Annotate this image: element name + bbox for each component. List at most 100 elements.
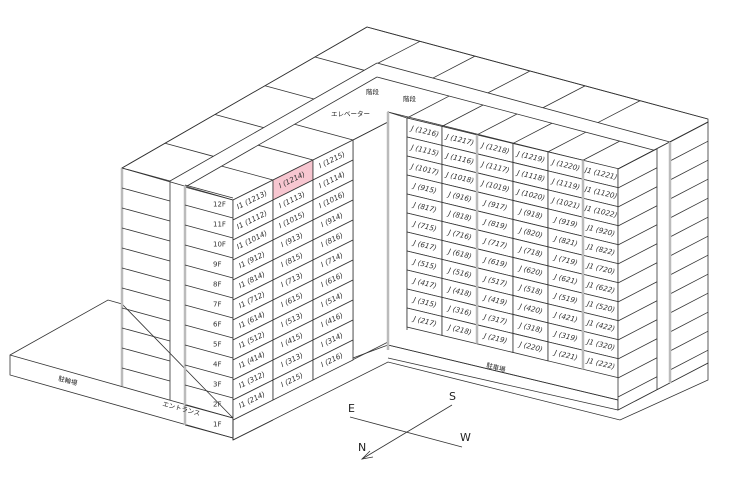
floor-line [617,376,658,398]
elevator-label: エレベーター [331,109,370,118]
edge-line [9,354,234,419]
floor-line [121,247,171,262]
roof-divider [185,186,234,201]
floor-line [121,327,171,342]
roof-divider [377,40,421,64]
floor-line [669,216,709,238]
floor-line [669,311,709,333]
roof-divider [547,131,586,153]
floor-line [184,204,234,219]
unit-cell [312,339,354,381]
edge-line [376,62,671,143]
roof-divider [314,56,365,71]
floor-line [617,281,658,303]
roof-divider [164,142,214,157]
floor-label: 7F [213,301,221,309]
floor-label: 11F [213,221,226,229]
floor-line [121,167,171,182]
edge-line [387,344,619,401]
floor-line [669,273,709,295]
floor-label: 1F [213,421,221,429]
floor-line [184,424,234,439]
compass-east: E [348,402,355,415]
floor-line [617,205,658,227]
compass-north: N [358,441,366,454]
floor-line [184,404,234,419]
floor-line [617,262,658,284]
floor-line [184,304,234,319]
edge-line [366,26,709,120]
floor-line [184,264,234,279]
floor-line [617,300,658,322]
floor-line [121,207,171,222]
floor-label: 6F [213,321,221,329]
floor-line [669,330,709,352]
floor-label: 4F [213,361,221,369]
floor-line [617,319,658,341]
floor-line [184,184,234,199]
floor-line [121,227,171,242]
roof-divider [221,165,274,181]
roof-divider [441,104,484,127]
roof-divider [582,140,620,161]
floor-line [184,224,234,239]
floor-line [617,148,658,170]
roof-divider [294,123,354,141]
floor-line [184,384,234,399]
roof-divider [264,85,314,100]
floor-label: 3F [213,381,221,389]
floor-label: 9F [213,261,221,269]
edge-line [186,76,378,187]
floor-line [184,324,234,339]
floor-line [617,243,658,265]
floor-line [184,244,234,259]
floor-line [121,267,171,282]
floor-label: 10F [213,241,226,249]
compass-west: W [460,431,471,444]
floor-line [121,307,171,322]
floor-label: 2F [213,401,221,409]
floor-line [669,292,709,314]
roof-divider [487,70,531,94]
floor-line [184,344,234,359]
roof-divider [476,113,518,136]
edge-line [352,121,389,141]
roof-divider [214,114,264,129]
floor-label: 8F [213,281,221,289]
floor-line [669,349,709,371]
floor-line [669,197,709,219]
floor-line [121,187,171,202]
edge-line [387,357,619,411]
roof-divider [597,100,641,123]
stairs-label-2: 階段 [403,94,417,103]
edge-line [232,419,274,441]
floor-line [669,140,709,162]
floor-line [669,121,709,143]
right-side-face [617,121,709,411]
roof-divider [512,122,553,144]
compass: E S W N [348,390,471,460]
compass-east-west-line [349,416,463,448]
floor-line [617,186,658,208]
floor-line [617,167,658,189]
compass-south-north-line [361,404,453,460]
unit-cells: I1 (1213)I1 (1112)I1 (1014)I1 (912)I1 (8… [232,117,709,421]
edge-line [169,62,378,182]
compass-south: S [449,390,456,403]
floor-line [184,284,234,299]
floor-line [617,338,658,360]
floor-label: 12F [213,201,226,209]
floor-line [669,178,709,200]
floor-line [669,159,709,181]
roof-divider [542,85,586,109]
floor-line [669,235,709,257]
floor-line [617,224,658,246]
roof-divider [406,95,450,119]
edge-line [121,26,368,169]
floor-line [617,357,658,379]
floor-line [669,254,709,276]
floor-line [121,347,171,362]
floor-line [121,367,171,382]
